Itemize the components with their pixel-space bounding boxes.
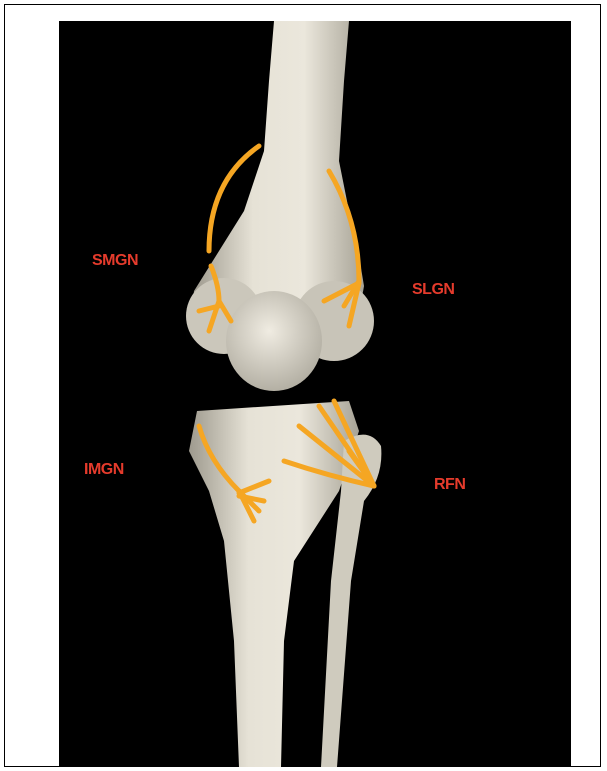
knee-illustration: SMGN SLGN IMGN RFN (59, 21, 571, 767)
label-slgn: SLGN (412, 281, 454, 299)
label-imgn: IMGN (84, 461, 124, 479)
label-rfn: RFN (434, 476, 465, 494)
figure-frame: SMGN SLGN IMGN RFN (4, 4, 601, 767)
patella (226, 291, 322, 391)
knee-bones-svg (59, 21, 571, 767)
label-smgn: SMGN (92, 252, 138, 270)
